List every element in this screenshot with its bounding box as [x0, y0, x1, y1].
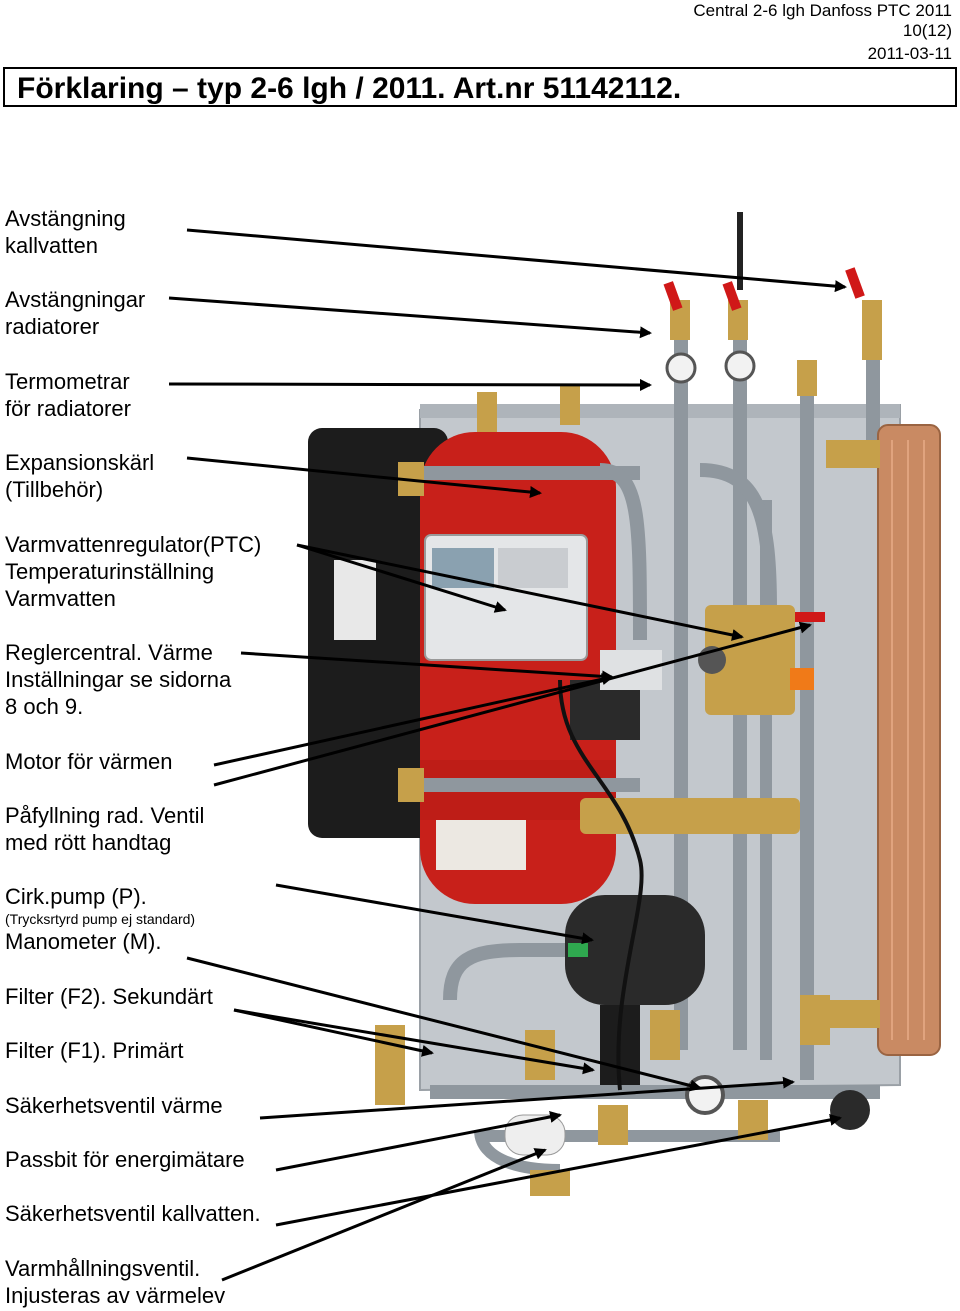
thermometer-2 — [724, 350, 756, 382]
label-line: för radiatorer — [5, 396, 131, 421]
label-shutoff-radiators: Avstängningar radiatorer — [5, 286, 145, 340]
label-line: med rött handtag — [5, 830, 172, 855]
callout-arrows — [168, 228, 847, 1282]
label-line: 8 och 9. — [5, 694, 84, 719]
label-line: Avstängningar — [5, 287, 146, 312]
safety-valve-cold-water — [830, 1090, 870, 1130]
label-expansion-tank: Expansionskärl (Tillbehör) — [5, 449, 154, 503]
label-line: Varmvatten — [5, 586, 116, 611]
label-fill-valve: Påfyllning rad. Ventil med rött handtag — [5, 802, 204, 856]
label-pump-manometer: Cirk.pump (P). (Trycksrtyrd pump ej stan… — [5, 883, 195, 955]
thermometer-1 — [665, 352, 697, 384]
label-filter-f1: Filter (F1). Primärt — [5, 1037, 183, 1064]
label-line: (Tillbehör) — [5, 477, 104, 502]
shutoff-valve-radiator-1 — [663, 281, 690, 340]
label-line: Påfyllning rad. Ventil — [5, 803, 205, 828]
label-line: Cirk.pump (P). — [5, 884, 147, 909]
label-line: Termometrar — [5, 369, 130, 394]
header-date: 2011-03-11 — [867, 44, 952, 63]
header-page-number: 10(12) — [902, 21, 952, 40]
label-note: (Trycksrtyrd pump ej standard) — [5, 911, 196, 927]
label-line: Passbit för energimätare — [5, 1147, 245, 1172]
label-line: Säkerhetsventil värme — [5, 1093, 223, 1118]
label-line: Avstängning — [5, 206, 126, 231]
title-box: Förklaring – typ 2-6 lgh / 2011. Art.nr … — [3, 67, 957, 107]
label-line: Temperaturinställning — [5, 559, 215, 584]
label-motor: Motor för värmen — [5, 748, 173, 775]
label-passbit: Passbit för energimätare — [5, 1146, 245, 1173]
label-line: Manometer (M). — [5, 929, 162, 954]
shutoff-valve-radiator-2 — [722, 281, 748, 340]
label-safety-valve-cold-water: Säkerhetsventil kallvatten. — [5, 1200, 261, 1227]
label-shutoff-cold-water: Avstängning kallvatten — [5, 205, 126, 259]
label-filter-f2: Filter (F2). Sekundärt — [5, 983, 213, 1010]
shutoff-valve-cold-water — [845, 267, 882, 360]
label-ptc-regulator: Varmvattenregulator(PTC) Temperaturinstä… — [5, 531, 261, 612]
label-safety-valve-heating: Säkerhetsventil värme — [5, 1092, 223, 1119]
brass-manifold — [580, 798, 800, 834]
label-line: Säkerhetsventil kallvatten. — [5, 1201, 261, 1226]
label-line: Injusteras av värmelev — [5, 1283, 226, 1308]
header-document-name: Central 2-6 lgh Danfoss PTC 2011 — [693, 1, 952, 20]
label-line: Filter (F2). Sekundärt — [5, 984, 213, 1009]
label-line: Varmhållningsventil. — [5, 1256, 201, 1281]
label-line: radiatorer — [5, 314, 100, 339]
label-line: Filter (F1). Primärt — [5, 1038, 184, 1063]
label-line: kallvatten — [5, 233, 98, 258]
label-keep-warm-valve: Varmhållningsventil. Injusteras av värme… — [5, 1255, 225, 1309]
label-thermometers: Termometrar för radiatorer — [5, 368, 131, 422]
manometer — [685, 1075, 725, 1115]
label-line: Expansionskärl — [5, 450, 155, 475]
label-line: Reglercentral. Värme — [5, 640, 213, 665]
label-controller: Reglercentral. Värme Inställningar se si… — [5, 639, 231, 720]
label-line: Motor för värmen — [5, 749, 173, 774]
label-line: Inställningar se sidorna — [5, 667, 232, 692]
page-title: Förklaring – typ 2-6 lgh / 2011. Art.nr … — [17, 72, 682, 105]
label-line: Varmvattenregulator(PTC) — [5, 532, 262, 557]
